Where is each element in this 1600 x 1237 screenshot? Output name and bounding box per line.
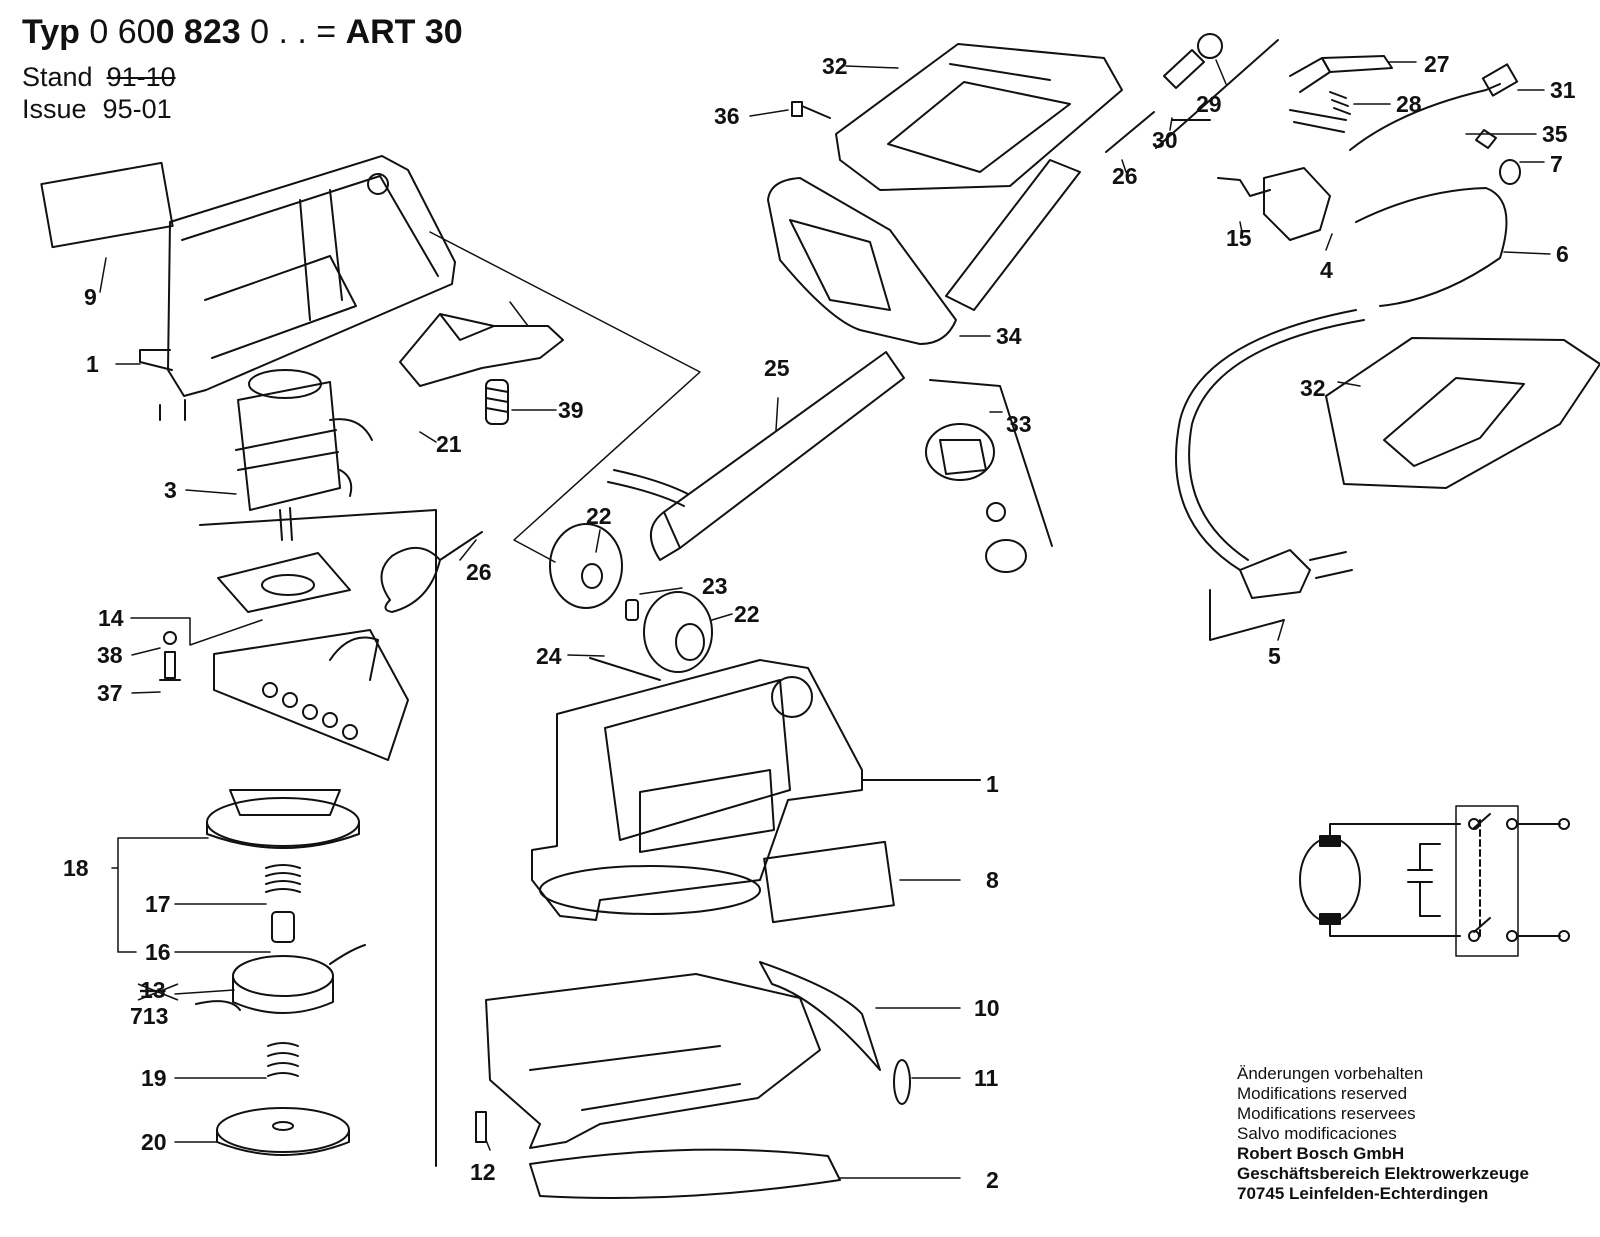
base-plate — [199, 509, 437, 1167]
callout-29: 29 — [1196, 91, 1222, 117]
callout-22-lower: 22 — [734, 601, 760, 627]
callout-21: 21 — [436, 431, 462, 457]
callout-17: 17 — [145, 891, 171, 917]
issue-row: Issue 95-01 — [22, 94, 172, 124]
stand-value: 91-10 — [106, 62, 176, 92]
header-title: Typ 0 600 823 0 . . = ART 30 — [22, 12, 463, 52]
callout-2: 2 — [986, 1167, 999, 1193]
callout-5: 5 — [1268, 643, 1281, 669]
note-line-de: Änderungen vorbehalten — [1237, 1064, 1424, 1083]
notes-block: Änderungen vorbehalten Modifications res… — [1237, 1064, 1529, 1204]
screw-36 — [791, 101, 831, 119]
typ-number-part3: 0 . . = — [250, 13, 337, 51]
cable-loop — [380, 531, 483, 613]
company-division: Geschäftsbereich Elektrowerkzeuge — [1237, 1164, 1529, 1183]
callout-1-left: 1 — [86, 351, 99, 377]
callout-23: 23 — [702, 573, 728, 599]
note-line-en: Modifications reserved — [1237, 1084, 1408, 1103]
washer-38 — [163, 631, 177, 645]
callout-24: 24 — [536, 643, 562, 669]
callout-7: 7 — [1550, 151, 1563, 177]
callout-6: 6 — [1556, 241, 1569, 267]
typ-label: Typ — [22, 13, 80, 51]
gear-set — [549, 523, 713, 681]
model-name: ART 30 — [345, 13, 463, 51]
company-name: Robert Bosch GmbH — [1237, 1144, 1405, 1163]
callout-30: 30 — [1152, 127, 1178, 153]
callout-26-right: 26 — [1112, 163, 1138, 189]
callout-4: 4 — [1320, 257, 1333, 283]
switch-assembly — [1155, 39, 1393, 241]
cap-29 — [1197, 33, 1223, 59]
callout-3: 3 — [164, 477, 177, 503]
leader-lines — [99, 59, 1551, 1179]
typ-number-part2: 0 823 — [155, 13, 241, 51]
callout-34: 34 — [996, 323, 1022, 349]
callout-37: 37 — [97, 680, 123, 706]
callout-14: 14 — [98, 605, 124, 631]
callout-1-right: 1 — [986, 771, 999, 797]
cover-base — [475, 973, 841, 1199]
callout-11: 11 — [974, 1065, 999, 1091]
callout-36: 36 — [714, 103, 740, 129]
stand-row: Stand 91-10 — [22, 62, 176, 92]
handle-grip-tube — [945, 159, 1081, 311]
handle-right — [1325, 337, 1600, 489]
callout-38: 38 — [97, 642, 123, 668]
pin-26-right — [1105, 111, 1155, 153]
motor — [235, 369, 373, 541]
callout-18: 18 — [63, 855, 89, 881]
shaft-tube — [607, 351, 905, 561]
callout-19: 19 — [141, 1065, 167, 1091]
screw-37 — [159, 651, 181, 681]
callout-10: 10 — [974, 995, 1000, 1021]
power-cable — [1175, 63, 1521, 641]
issue-value: 95-01 — [102, 94, 172, 124]
switch-lever — [399, 313, 564, 425]
callout-8: 8 — [986, 867, 999, 893]
company-address: 70745 Leinfelden-Echterdingen — [1237, 1184, 1489, 1203]
housing-half-left — [139, 155, 456, 421]
housing-front — [531, 659, 981, 921]
spool-assembly — [195, 789, 366, 1156]
callout-9: 9 — [84, 284, 97, 310]
issue-label: Issue — [22, 94, 87, 124]
callout-15: 15 — [1226, 225, 1252, 251]
callout-labels: 9 1 3 14 38 37 18 17 16 13 713 19 20 21 … — [63, 51, 1576, 1193]
handle-lower — [767, 177, 957, 345]
typ-number-part1: 0 60 — [89, 13, 156, 51]
callout-27: 27 — [1424, 51, 1450, 77]
assembly-bracket-line — [429, 231, 701, 563]
note-line-fr: Modifications reservees — [1237, 1104, 1416, 1123]
callout-32-right: 32 — [1300, 375, 1326, 401]
knob-assembly — [925, 379, 1053, 573]
guard-strip — [759, 961, 881, 1071]
callout-26-left: 26 — [466, 559, 492, 585]
callout-39: 39 — [558, 397, 584, 423]
handle-upper — [835, 43, 1123, 191]
callout-35: 35 — [1542, 121, 1568, 147]
callout-25: 25 — [764, 355, 790, 381]
label-plate-8 — [763, 840, 895, 924]
callout-33: 33 — [1006, 411, 1032, 437]
callout-22-upper: 22 — [586, 503, 612, 529]
circuit-schematic — [1299, 805, 1570, 957]
callout-28: 28 — [1396, 91, 1422, 117]
callout-31: 31 — [1550, 77, 1576, 103]
callout-20: 20 — [141, 1129, 167, 1155]
sleeve-30 — [1163, 49, 1205, 89]
clip-11 — [893, 1059, 911, 1105]
brush-holder-assembly — [213, 629, 409, 761]
callout-32-top: 32 — [822, 53, 848, 79]
label-plate-9 — [40, 161, 174, 249]
note-line-es: Salvo modificaciones — [1237, 1124, 1397, 1143]
callout-12: 12 — [470, 1159, 496, 1185]
callout-713: 713 — [130, 1003, 168, 1029]
callout-16: 16 — [145, 939, 171, 965]
stand-label: Stand — [22, 62, 93, 92]
